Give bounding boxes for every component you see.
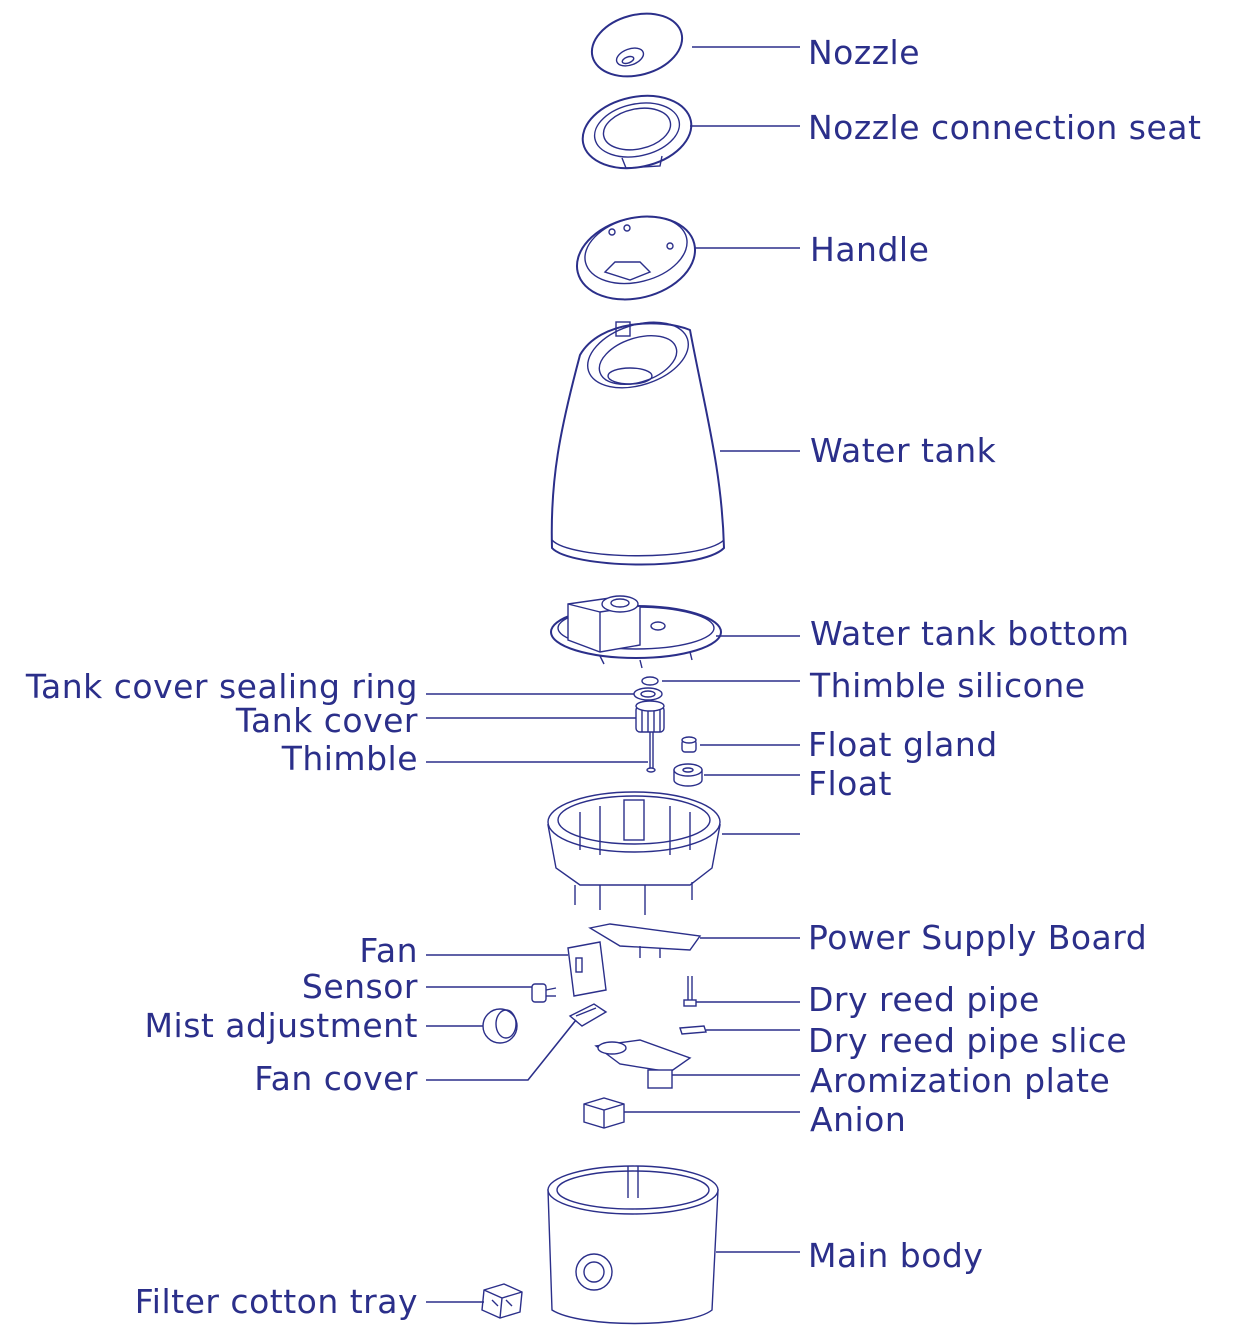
power-supply-board-part	[588, 923, 702, 958]
label-dry-reed-pipe: Dry reed pipe	[808, 980, 1040, 1019]
label-filter-cotton-tray: Filter cotton tray	[135, 1282, 418, 1321]
tank-cover-part	[635, 700, 665, 733]
label-power-supply-board: Power Supply Board	[808, 918, 1147, 957]
label-float-gland: Float gland	[808, 725, 998, 764]
water-tank-bottom-part	[550, 595, 722, 669]
label-thimble: Thimble	[281, 739, 418, 778]
label-sensor: Sensor	[302, 967, 418, 1006]
label-nozzle-connection-seat: Nozzle connection seat	[808, 108, 1201, 147]
sensor-part	[531, 983, 557, 1003]
label-dry-reed-pipe-slice: Dry reed pipe slice	[808, 1021, 1127, 1060]
mist-adjustment-part	[482, 1008, 518, 1044]
aromization-plate-part	[594, 1039, 692, 1089]
label-main-body: Main body	[808, 1236, 983, 1275]
label-tank-cover: Tank cover	[235, 701, 418, 740]
tank-cover-sealing-ring-part	[633, 687, 663, 701]
fan-part	[567, 941, 607, 997]
right-labels: Nozzle Nozzle connection seat Handle Wat…	[808, 33, 1201, 1275]
label-water-tank: Water tank	[810, 431, 997, 470]
label-float: Float	[808, 764, 892, 803]
label-handle: Handle	[810, 230, 929, 269]
label-water-tank-bottom: Water tank bottom	[810, 614, 1130, 653]
float-gland-part	[681, 736, 697, 753]
dry-reed-pipe-part	[683, 976, 697, 1007]
dry-reed-pipe-slice-part	[679, 1025, 707, 1035]
filter-cotton-tray-part	[481, 1283, 523, 1319]
label-nozzle: Nozzle	[808, 33, 920, 72]
thimble-silicone-part	[641, 676, 659, 686]
main-body-part	[547, 1165, 719, 1325]
anion-part	[583, 1097, 625, 1129]
label-mist-adjustment: Mist adjustment	[145, 1006, 418, 1045]
water-tank-part	[550, 321, 725, 566]
label-fan-cover: Fan cover	[254, 1059, 418, 1098]
label-fan: Fan	[359, 931, 418, 970]
base-housing-part	[547, 791, 721, 915]
float-part	[673, 763, 703, 787]
fan-cover-part	[568, 1003, 608, 1027]
left-labels: Tank cover sealing ring Tank cover Thimb…	[25, 667, 418, 1321]
nozzle-part	[590, 12, 684, 78]
thimble-part	[646, 732, 656, 773]
label-anion: Anion	[810, 1100, 906, 1139]
nozzle-connection-seat-part	[581, 94, 693, 170]
label-tank-cover-sealing-ring: Tank cover sealing ring	[25, 667, 418, 706]
leader-fan-cover	[426, 1019, 577, 1081]
handle-part	[575, 215, 697, 301]
label-aromization-plate: Aromization plate	[810, 1061, 1110, 1100]
leader-lines	[426, 46, 800, 1303]
label-thimble-silicone: Thimble silicone	[809, 666, 1086, 705]
